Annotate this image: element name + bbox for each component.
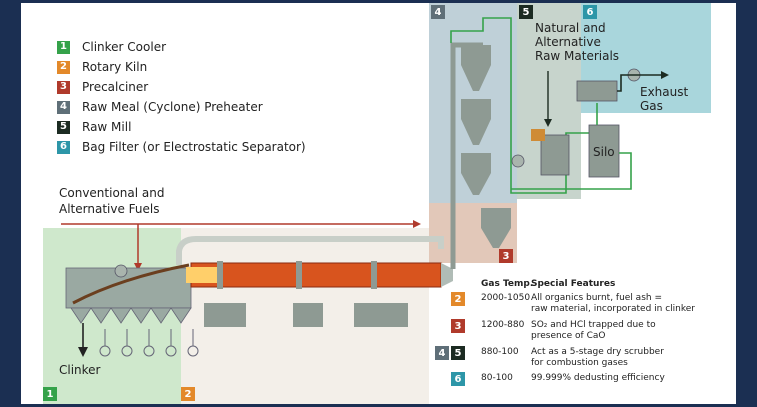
cyclone-2 (461, 99, 491, 119)
table-row-temp: 1200-880 (481, 320, 525, 330)
table-row-feature-line2: for combustion gases (531, 358, 628, 368)
pier-3 (354, 303, 408, 327)
table-row-feature-line2: presence of CaO (531, 331, 606, 341)
silo-label: Silo (593, 145, 615, 159)
legend-label: Precalciner (82, 80, 149, 94)
raw-mill (540, 134, 570, 176)
pier-2 (293, 303, 323, 327)
table-row-feature-line1: All organics burnt, fuel ash = (531, 293, 662, 303)
fuel-arrow-right (413, 220, 421, 228)
table-header-features: Special Features (531, 279, 616, 289)
fuels-label-2: Alternative Fuels (59, 202, 160, 216)
kiln-tyre-1 (217, 261, 223, 289)
legend-badge: 2 (57, 60, 70, 74)
pier-1 (204, 303, 246, 327)
raw-materials-label-3: Raw Materials (535, 49, 620, 63)
zone-badge-4: 4 (431, 5, 445, 19)
zone-badge-1: 1 (43, 387, 57, 401)
legend-badge: 5 (57, 120, 70, 134)
zone-badge-5: 5 (519, 5, 533, 19)
mill-hopper (531, 129, 545, 141)
legend-label: Raw Mill (82, 120, 132, 134)
table-row-badge: 4 (435, 346, 449, 360)
cyclone-3-cone (461, 173, 491, 195)
legend-badge: 4 (57, 100, 70, 114)
table-header-temp: Gas Temp. (481, 279, 534, 289)
table-row-badge: 2 (451, 292, 465, 306)
silo (588, 124, 620, 178)
cooler-hoods (70, 307, 192, 324)
table-row-temp: 80-100 (481, 373, 513, 383)
cyclone-1-cone (461, 65, 491, 91)
table-row-feature-line1: SO₂ and HCl trapped due to (531, 320, 656, 330)
cooler-fan (114, 264, 128, 278)
zone-badge-6: 6 (583, 5, 597, 19)
fuel-arrow-down (134, 263, 142, 271)
clinker-bed (72, 263, 190, 305)
cyclone-4 (481, 208, 511, 228)
table-row-feature-line2: raw material, incorporated in clinker (531, 304, 696, 314)
raw-materials-label-1: Natural and (535, 21, 606, 35)
legend-badge: 3 (57, 80, 70, 94)
cyclone-2-cone (461, 119, 491, 145)
cooler-housing (65, 267, 192, 309)
table-row-feature-line1: 99.999% dedusting efficiency (531, 373, 665, 383)
legend-label: Raw Meal (Cyclone) Preheater (82, 100, 263, 114)
table-row-badge: 3 (451, 319, 465, 333)
kiln-tyre-2 (296, 261, 302, 289)
table-row-feature-line1: Act as a 5-stage dry scrubber (531, 347, 664, 357)
bag-filter (576, 80, 618, 102)
exhaust-label-2: Gas (640, 99, 663, 113)
silo-return (511, 152, 632, 190)
zone-badge-2: 2 (181, 387, 195, 401)
zone-badge-3: 3 (499, 249, 513, 263)
legend-badge: 1 (57, 40, 70, 54)
legend-item: 1 Clinker Cooler (57, 39, 166, 55)
legend-item: 6 Bag Filter (or Electrostatic Separator) (57, 139, 306, 155)
legend-item: 3 Precalciner (57, 79, 148, 95)
clinker-out-arrow (78, 347, 88, 357)
legend-badge: 6 (57, 140, 70, 154)
cyclone-4-cone (481, 228, 511, 248)
legend-label: Clinker Cooler (82, 40, 167, 54)
exhaust-line (617, 74, 661, 92)
exhaust-arrow (661, 71, 669, 79)
table-row-temp: 2000-1050 (481, 293, 531, 303)
process-diagram (43, 3, 711, 404)
table-row-badge: 5 (451, 346, 465, 360)
kiln-inlet (441, 263, 453, 287)
cyclone-1 (461, 45, 491, 65)
cooling-fans (99, 329, 199, 357)
fuels-label-1: Conventional and (59, 186, 165, 200)
cement-plant-figure: 1 Clinker Cooler 2 Rotary Kiln 3 Precalciner 4… (21, 3, 736, 404)
rotary-kiln (190, 262, 442, 288)
exhaust-label-1: Exhaust (640, 85, 689, 99)
legend-item: 2 Rotary Kiln (57, 59, 147, 75)
cyclone-3 (461, 153, 491, 173)
legend-item: 4 Raw Meal (Cyclone) Preheater (57, 99, 263, 115)
kiln-tyre-3 (371, 261, 377, 289)
table-row-temp: 880-100 (481, 347, 519, 357)
raw-materials-label-2: Alternative (535, 35, 601, 49)
kiln-flame (186, 267, 218, 283)
clinker-label: Clinker (59, 363, 101, 377)
raw-material-arrow (544, 119, 552, 127)
legend-item: 5 Raw Mill (57, 119, 131, 135)
legend-label: Bag Filter (or Electrostatic Separator) (82, 140, 306, 154)
table-row-badge: 6 (451, 372, 465, 386)
legend-label: Rotary Kiln (82, 60, 148, 74)
tertiary-air-duct (176, 236, 444, 265)
mill-fan (511, 154, 525, 168)
